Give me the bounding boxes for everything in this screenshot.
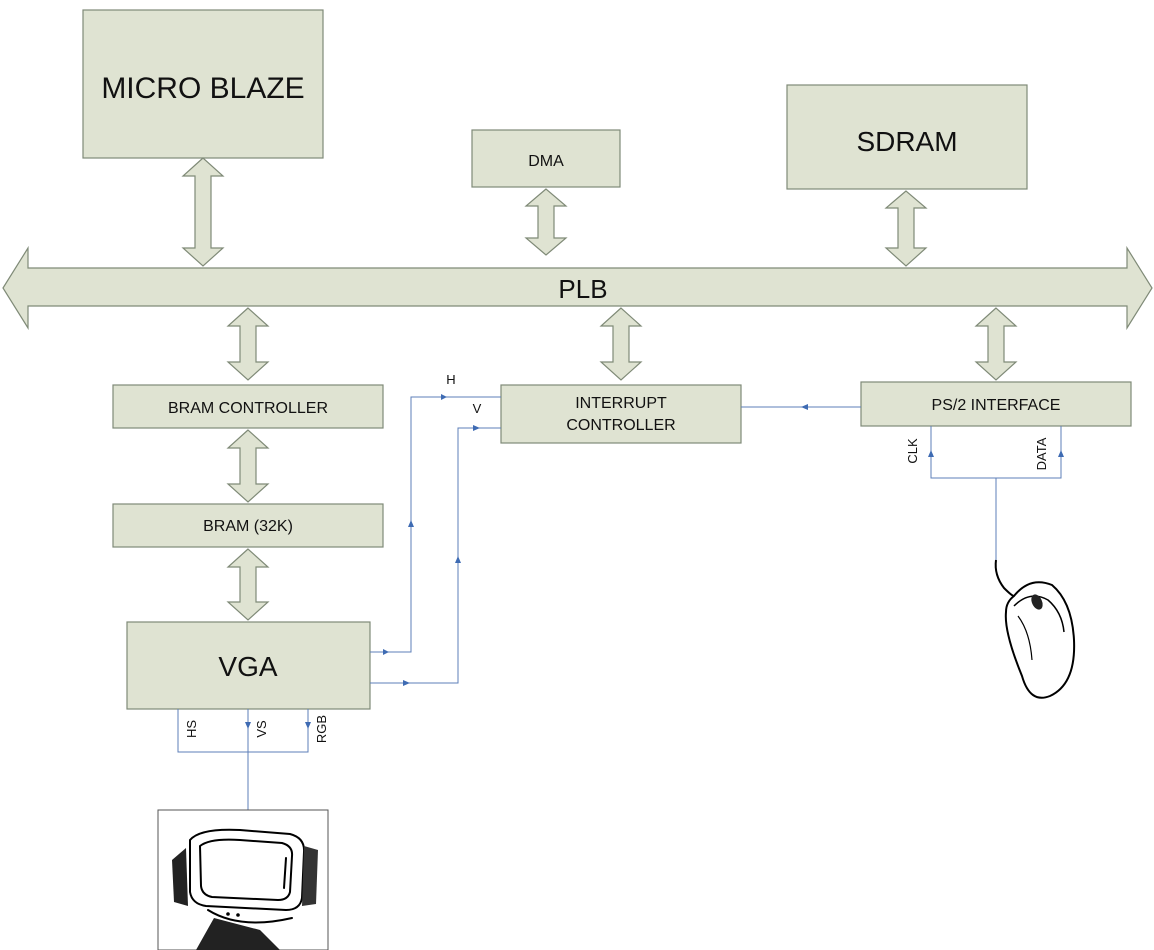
plb-label: PLB bbox=[558, 274, 607, 304]
plb-bramctrl-arrow bbox=[228, 308, 268, 380]
plb-bus: PLB bbox=[3, 248, 1152, 328]
microblaze-label: MICRO BLAZE bbox=[101, 72, 304, 105]
h-signal-label: H bbox=[446, 372, 455, 387]
vga-block: VGA bbox=[127, 622, 370, 709]
bram-vga-arrow bbox=[228, 549, 268, 620]
clk-signal-label: CLK bbox=[905, 438, 920, 464]
sdram-plb-arrow bbox=[886, 191, 926, 266]
dma-label: DMA bbox=[528, 153, 564, 170]
v-signal-label: V bbox=[473, 401, 482, 416]
bram-controller-block: BRAM CONTROLLER bbox=[113, 385, 383, 428]
interrupt-controller-label-2: CONTROLLER bbox=[566, 417, 675, 434]
bram-block: BRAM (32K) bbox=[113, 504, 383, 547]
ps2-interface-block: PS/2 INTERFACE bbox=[861, 382, 1131, 426]
vga-label: VGA bbox=[218, 651, 277, 682]
hs-signal-label: HS bbox=[184, 720, 199, 738]
bram-controller-label: BRAM CONTROLLER bbox=[168, 400, 328, 417]
computer-mouse-icon bbox=[996, 560, 1074, 698]
microblaze-block: MICRO BLAZE bbox=[83, 10, 323, 158]
interrupt-controller-block: INTERRUPT CONTROLLER bbox=[501, 385, 741, 443]
h-signal-wire bbox=[370, 394, 501, 655]
ps2-interrupt-wire bbox=[741, 404, 861, 410]
data-signal-label: DATA bbox=[1034, 437, 1049, 470]
interrupt-controller-label-1: INTERRUPT bbox=[575, 395, 667, 412]
sdram-label: SDRAM bbox=[856, 126, 957, 157]
plb-interrupt-arrow bbox=[601, 308, 641, 380]
dma-block: DMA bbox=[472, 130, 620, 187]
rgb-signal-label: RGB bbox=[314, 715, 329, 743]
crt-monitor-icon bbox=[158, 810, 328, 950]
bram-label: BRAM (32K) bbox=[203, 518, 293, 535]
vs-signal-label: VS bbox=[254, 720, 269, 738]
dma-plb-arrow bbox=[526, 189, 566, 255]
sdram-block: SDRAM bbox=[787, 85, 1027, 189]
v-signal-wire bbox=[370, 425, 501, 686]
microblaze-plb-arrow bbox=[183, 158, 223, 266]
ps2-interface-label: PS/2 INTERFACE bbox=[932, 397, 1061, 414]
bramctrl-bram-arrow bbox=[228, 430, 268, 502]
plb-ps2-arrow bbox=[976, 308, 1016, 380]
